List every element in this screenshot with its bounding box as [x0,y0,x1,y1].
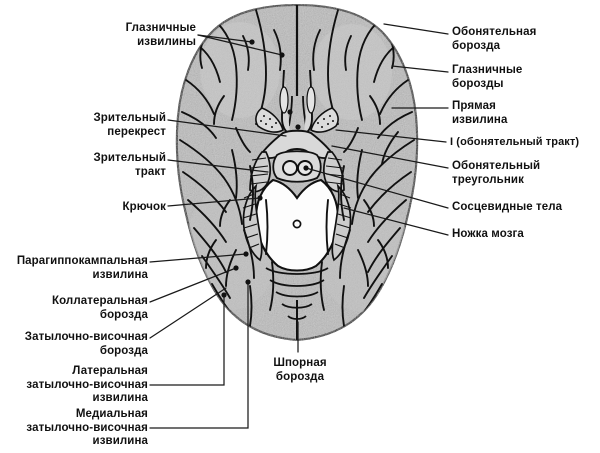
label-occipitotemporal-sulcus: Затылочно-височная борозда [24,331,148,357]
label-orbital-sulci: Глазничные борозды [452,64,523,90]
mammillary-bodies-group [272,150,322,183]
label-optic-tract: Зрительный тракт [93,152,166,178]
label-olfactory-tract: I (обонятельный тракт) [450,136,580,148]
label-mammillary-bodies: Сосцевидные тела [452,201,563,213]
label-orbital-gyri: Глазничные извилины [125,22,196,48]
orbital-gyri-right [312,9,413,165]
label-calcarine-sulcus: Шпорная борозда [273,357,327,383]
leader-endpoint-dots [221,39,309,298]
optic-tract-group [249,151,345,193]
label-parahippocampal-gyrus: Парагиппокампальная извилина [16,255,148,281]
label-optic-chiasm: Зрительный перекрест [93,112,166,138]
label-collateral-sulcus: Коллатеральная борозда [51,295,148,321]
orbital-gyri-left [181,9,282,153]
label-olfactory-sulcus: Обонятельная борозда [452,26,537,52]
cortex-detail-group [179,5,415,340]
label-straight-gyrus: Прямая извилина [452,100,508,126]
label-olfactory-trigone: Обонятельный треугольник [452,160,541,186]
olfactory-trigone-group [255,107,339,133]
leader-lines-left [149,34,287,429]
temporal-occipital-sulci-right [319,139,415,327]
label-medial-occipitotemporal-gyrus: Медиальная затылочно-височная извилина [26,408,148,447]
leader-lines-right [305,23,449,236]
label-lateral-occipitotemporal-gyrus: Латеральная затылочно-височная извилина [26,365,148,404]
label-cerebral-peduncle: Ножка мозга [452,228,524,240]
label-uncus: Крючок [122,201,166,213]
